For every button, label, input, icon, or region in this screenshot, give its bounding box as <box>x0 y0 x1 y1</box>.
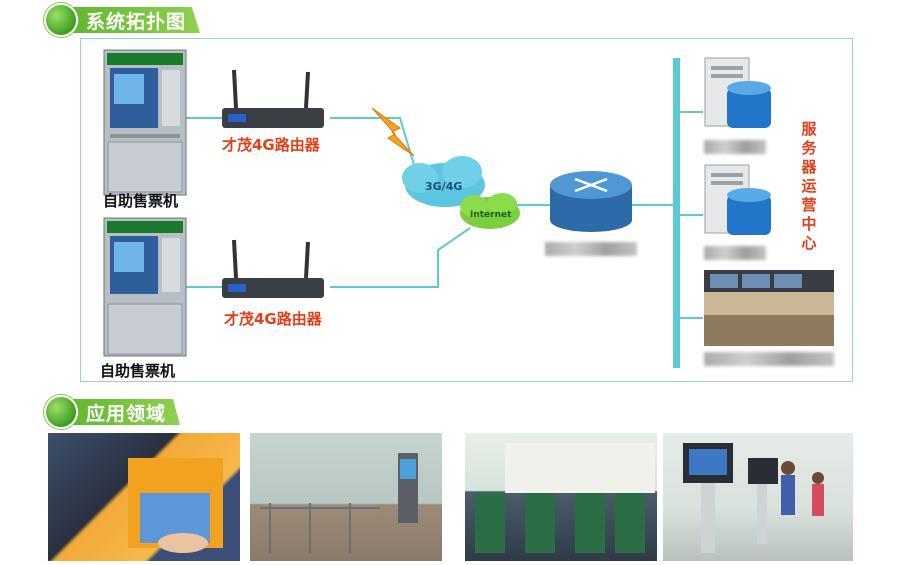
control-room-label-redacted <box>704 352 834 366</box>
server-2-icon <box>704 164 771 235</box>
control-room-photo <box>704 270 834 346</box>
application-photo-3 <box>465 433 657 561</box>
core-router-label-redacted <box>545 242 637 256</box>
ticket-kiosk-2 <box>103 217 187 357</box>
router-1 <box>222 69 324 128</box>
topology-section-title: 系统拓扑图 <box>64 7 201 33</box>
server-1-icon <box>704 57 771 128</box>
server-1-label-redacted <box>704 140 766 154</box>
application-section-tab: 应用领域 <box>44 395 181 429</box>
server-2-label-redacted <box>704 246 766 260</box>
green-bullet-icon <box>44 395 78 429</box>
cloud-3g4g-icon: 3G/4G <box>402 156 485 207</box>
router-2-label: 才茂4G路由器 <box>224 310 322 328</box>
lightning-icon <box>371 107 415 157</box>
application-section-title: 应用领域 <box>64 399 181 425</box>
cloud-internet-icon: Internet <box>460 193 520 229</box>
ticket-kiosk-1 <box>103 49 187 196</box>
topology-section-tab: 系统拓扑图 <box>44 3 201 37</box>
core-router-icon <box>550 171 632 232</box>
topology-frame <box>80 38 853 382</box>
kiosk-1-label: 自助售票机 <box>103 192 179 210</box>
router-1-label: 才茂4G路由器 <box>222 136 320 154</box>
topology-diagram: 3G/4G Internet <box>103 49 834 368</box>
backbone-bar <box>673 58 680 368</box>
kiosk-2-label: 自助售票机 <box>100 362 176 380</box>
green-bullet-icon <box>44 3 78 37</box>
ops-center-label: 服务器运营中心 <box>801 120 817 252</box>
router-2 <box>222 239 324 298</box>
application-photo-2 <box>250 433 442 561</box>
cloud-3g4g-label: 3G/4G <box>425 180 462 193</box>
application-photo-1 <box>48 433 240 561</box>
cloud-internet-label: Internet <box>470 210 512 220</box>
application-photo-4 <box>663 433 853 561</box>
